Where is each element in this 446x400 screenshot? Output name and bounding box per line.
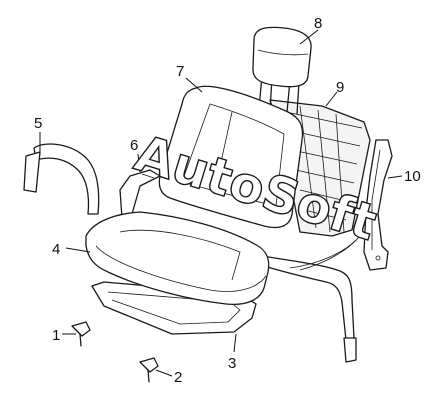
part-1-bolt <box>71 321 91 347</box>
part-4-seat-cushion <box>85 211 270 306</box>
callout-2: 2 <box>174 369 182 386</box>
callout-labels: 1 2 3 4 5 6 7 8 9 10 <box>34 15 421 386</box>
callout-6: 6 <box>130 137 138 154</box>
part-2-bolt <box>139 357 159 383</box>
leader-lines <box>39 29 403 377</box>
callout-10: 10 <box>404 168 421 185</box>
callout-8: 8 <box>314 15 322 32</box>
part-10-belt-rail <box>261 139 393 363</box>
callout-4: 4 <box>52 241 60 258</box>
callout-9: 9 <box>336 79 344 96</box>
part-5-arm-support <box>23 143 100 215</box>
callout-1: 1 <box>52 327 60 344</box>
callout-7: 7 <box>176 63 184 80</box>
part-6-bracket <box>119 169 161 219</box>
callout-5: 5 <box>34 115 42 132</box>
callout-3: 3 <box>228 355 236 372</box>
